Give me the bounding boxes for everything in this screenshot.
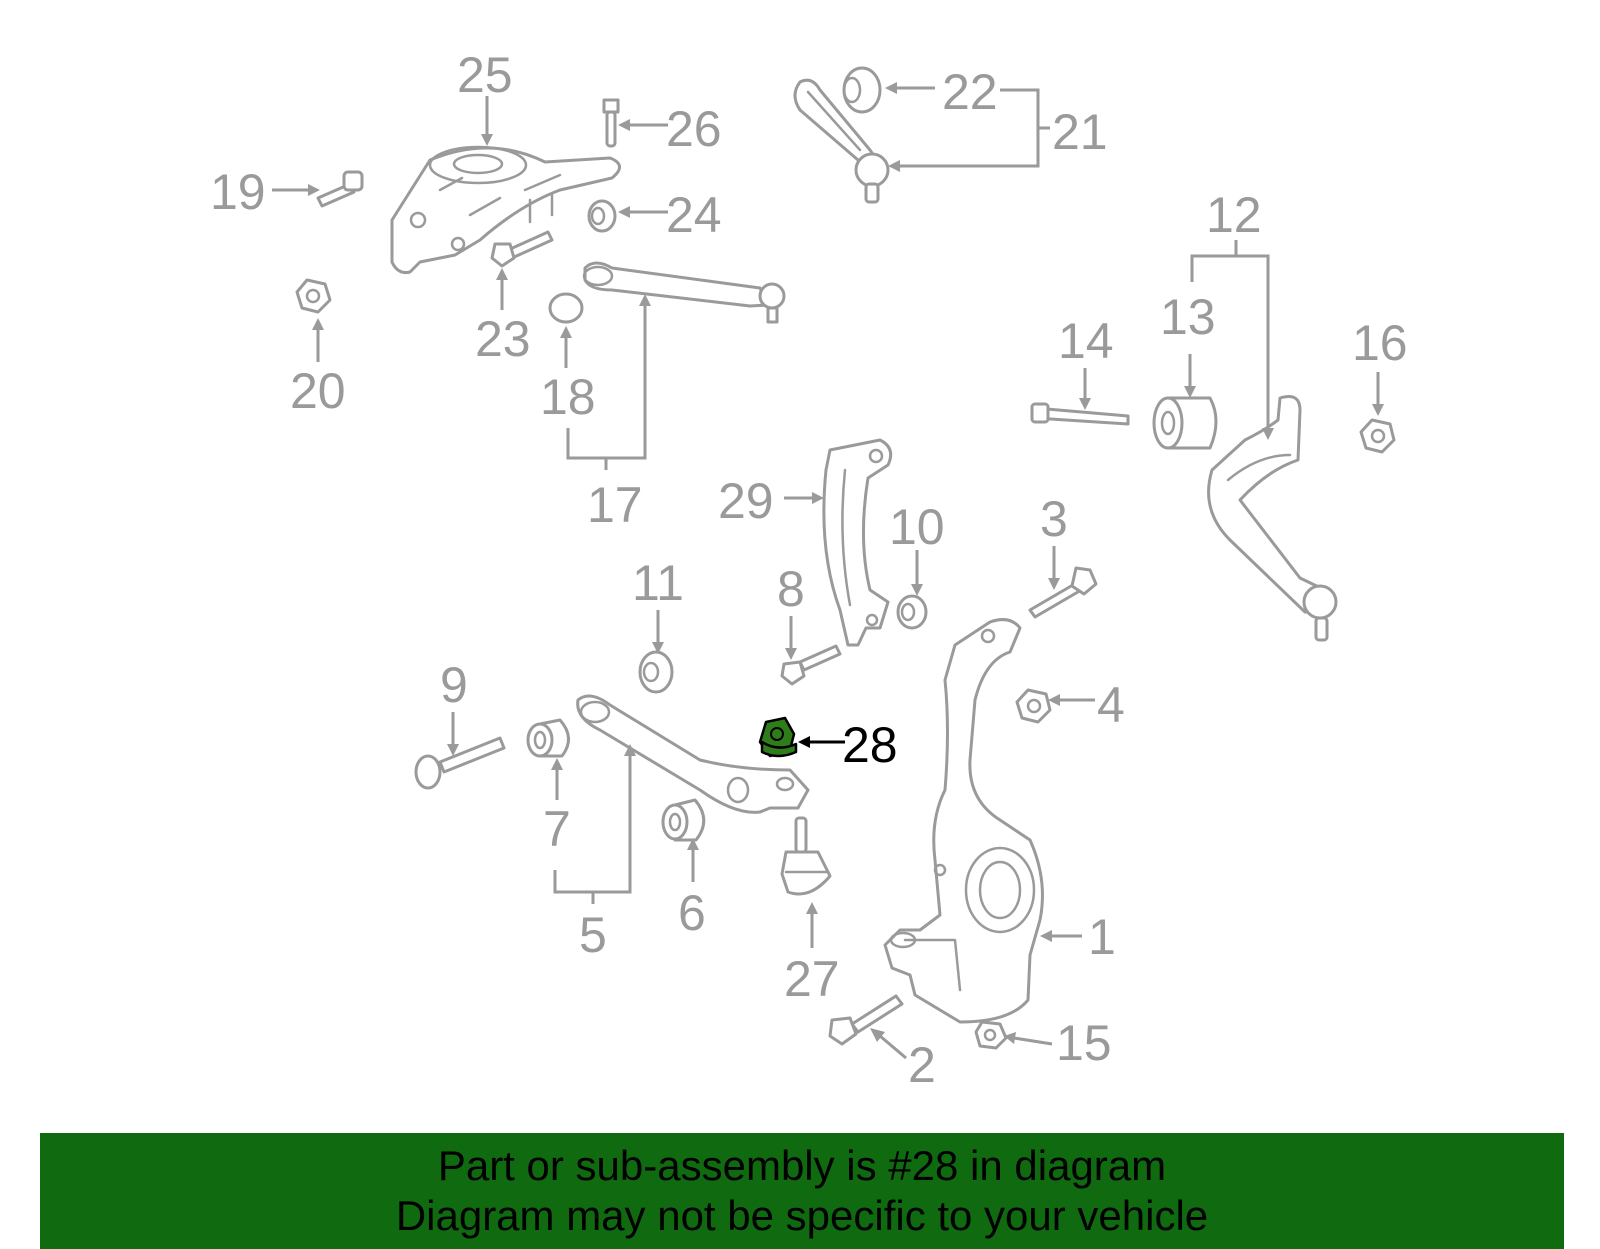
part-9-bolt (414, 736, 506, 790)
part-21-upper-arm (793, 78, 890, 204)
callout-4: 4 (1097, 677, 1125, 733)
part-12-lower-arm (1207, 395, 1338, 642)
callout-15: 15 (1056, 1015, 1112, 1071)
part-11-nut (638, 650, 674, 694)
part-8-bolt (780, 644, 842, 686)
callout-28-highlighted[interactable]: 28 (842, 717, 898, 773)
callout-1: 1 (1088, 909, 1116, 965)
part-25-mount-bracket (390, 145, 621, 274)
banner-line-1: Part or sub-assembly is #28 in diagram (437, 1142, 1167, 1189)
part-13-bushing (1152, 396, 1218, 450)
callout-13: 13 (1160, 289, 1216, 345)
callout-23: 23 (475, 311, 531, 367)
part-5-lower-arm (576, 694, 810, 814)
callout-22: 22 (942, 64, 998, 120)
callout-19: 19 (210, 164, 266, 220)
part-10-nut (896, 594, 928, 630)
suspension-parts-diagram: 25 26 19 24 20 23 18 17 22 21 12 13 14 1… (210, 47, 1408, 1093)
callout-18: 18 (540, 369, 596, 425)
part-15-nut (974, 1020, 1008, 1050)
callout-8: 8 (777, 561, 805, 617)
part-20-nut (295, 278, 332, 314)
banner-line-2: Diagram may not be specific to your vehi… (395, 1192, 1209, 1239)
callout-25: 25 (457, 47, 513, 103)
callout-9: 9 (440, 657, 468, 713)
leader-lines (272, 82, 1384, 1060)
part-29-bracket (822, 438, 893, 647)
callout-3: 3 (1040, 491, 1068, 547)
part-4-nut (1015, 688, 1052, 724)
part-3-bolt (1028, 566, 1098, 619)
part-19-bolt (316, 170, 364, 208)
callout-16: 16 (1352, 315, 1408, 371)
callout-2: 2 (908, 1037, 936, 1093)
part-28-nut-highlighted[interactable] (758, 716, 798, 758)
part-17-control-arm (582, 261, 786, 324)
part-14-bolt (1030, 402, 1130, 426)
callout-12: 12 (1206, 187, 1262, 243)
part-7-bushing (526, 718, 570, 758)
part-16-nut (1359, 418, 1396, 454)
callout-11: 11 (632, 555, 684, 611)
callout-6: 6 (678, 885, 706, 941)
callout-17: 17 (587, 477, 643, 533)
callout-24: 24 (666, 187, 722, 243)
part-27-ball-joint (780, 816, 832, 896)
callout-7: 7 (543, 801, 571, 857)
part-24-nut (587, 199, 617, 233)
callout-26: 26 (666, 101, 722, 157)
callout-14: 14 (1058, 313, 1114, 369)
callout-5: 5 (579, 907, 607, 963)
callout-20: 20 (290, 363, 346, 419)
part-2-bolt (828, 994, 904, 1046)
callout-29: 29 (718, 473, 774, 529)
part-6-bushing (661, 798, 706, 842)
part-18-bushing (548, 292, 584, 324)
callout-labels: 25 26 19 24 20 23 18 17 22 21 12 13 14 1… (210, 47, 1408, 1093)
part-26-bolt (602, 98, 620, 148)
callout-21: 21 (1052, 104, 1108, 160)
callout-27: 27 (784, 951, 840, 1007)
callout-10: 10 (889, 499, 945, 555)
part-23-bolt (490, 230, 554, 268)
part-22-bushing (842, 66, 882, 114)
part-1-steering-knuckle (883, 618, 1044, 1024)
part-info-banner: Part or sub-assembly is #28 in diagram D… (40, 1133, 1564, 1249)
